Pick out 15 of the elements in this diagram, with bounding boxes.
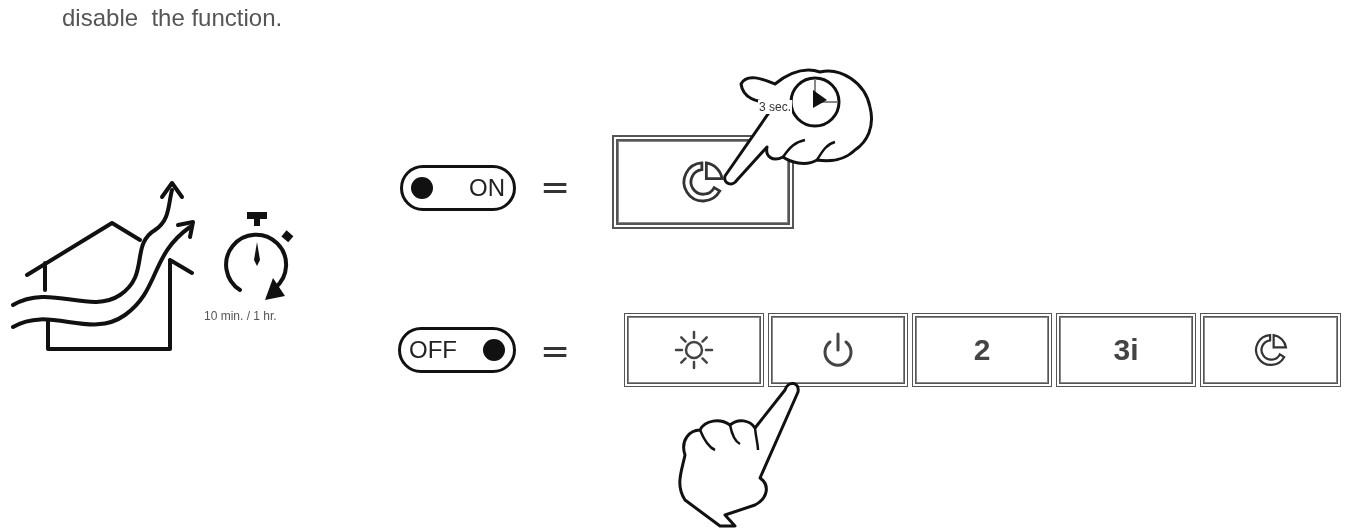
- instruction-text: disable the function.: [62, 4, 283, 32]
- equals-sign: =: [540, 166, 571, 207]
- hold-time-text: 3 sec.: [758, 100, 792, 114]
- control-button: [912, 313, 1052, 387]
- duration-text: 10 min. / 1 hr.: [204, 309, 277, 323]
- control-button: [768, 313, 908, 387]
- control-button: [624, 313, 764, 387]
- control-button: [612, 135, 794, 229]
- button-label: 3i: [1113, 333, 1139, 367]
- toggle-switch: OFF: [398, 327, 516, 373]
- toggle-switch: ON: [400, 165, 516, 211]
- control-button: [1200, 313, 1341, 387]
- equals-sign: =: [540, 330, 571, 371]
- button-label: 2: [973, 333, 991, 367]
- control-button: [1056, 313, 1196, 387]
